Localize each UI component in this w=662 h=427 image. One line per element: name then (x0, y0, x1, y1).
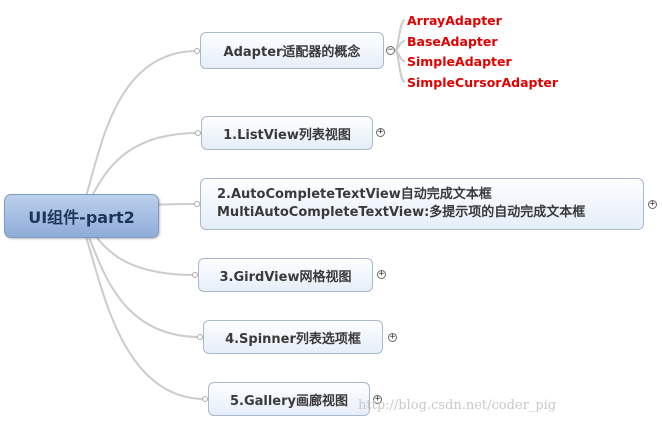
topic-spinner-label: 4.Spinner列表选项框 (225, 331, 361, 347)
subtopic-baseadapter[interactable]: BaseAdapter (407, 34, 498, 49)
collapse-toggle-icon[interactable]: − (386, 45, 395, 55)
topic-adapter-label: Adapter适配器的概念 (223, 45, 361, 60)
root-topic[interactable]: UI组件-part2 (4, 194, 159, 238)
sub-branch-line-4 (394, 49, 406, 83)
topic-listview-label: 1.ListView列表视图 (223, 127, 351, 143)
branch-end-dot-4 (192, 272, 198, 278)
subtopic-simpleadapter[interactable]: SimpleAdapter (407, 54, 512, 69)
subtopic-simplecursoradapter[interactable]: SimpleCursorAdapter (407, 75, 559, 90)
topic-gallery-label: 5.Gallery画廊视图 (229, 393, 349, 409)
branch-end-dot-2 (195, 130, 201, 136)
topic-gridview-label: 3.GirdView网格视图 (219, 269, 352, 285)
topic-listview[interactable]: 1.ListView列表视图 (201, 116, 373, 150)
expand-toggle-icon[interactable]: + (648, 199, 657, 209)
branch-end-dot-5 (197, 334, 203, 340)
branch-line-6 (77, 215, 206, 400)
expand-toggle-icon[interactable]: + (376, 127, 385, 137)
expand-toggle-icon[interactable]: + (377, 269, 386, 279)
branch-end-dot-3 (194, 201, 200, 207)
topic-adapter[interactable]: Adapter适配器的概念 (200, 32, 384, 69)
topic-gallery[interactable]: 5.Gallery画廊视图 (208, 382, 370, 416)
topic-autocomplete-line2: MultiAutoCompleteTextView:多提示项的自动完成文本框 (217, 205, 586, 220)
expand-toggle-icon[interactable]: + (388, 332, 397, 342)
topic-gridview[interactable]: 3.GirdView网格视图 (198, 258, 373, 292)
branch-end-dot-1 (194, 48, 200, 54)
expand-toggle-icon[interactable]: + (373, 394, 382, 404)
topic-autocomplete-line1: 2.AutoCompleteTextView自动完成文本框 (217, 187, 492, 202)
topic-spinner[interactable]: 4.Spinner列表选项框 (203, 320, 383, 354)
topic-autocomplete[interactable]: 2.AutoCompleteTextView自动完成文本框 MultiAutoC… (200, 178, 644, 230)
root-topic-label: UI组件-part2 (28, 208, 135, 227)
branch-end-dot-6 (202, 396, 208, 402)
subtopic-arrayadapter[interactable]: ArrayAdapter (407, 13, 502, 28)
watermark-url: http://blog.csdn.net/coder_pig (358, 398, 557, 413)
